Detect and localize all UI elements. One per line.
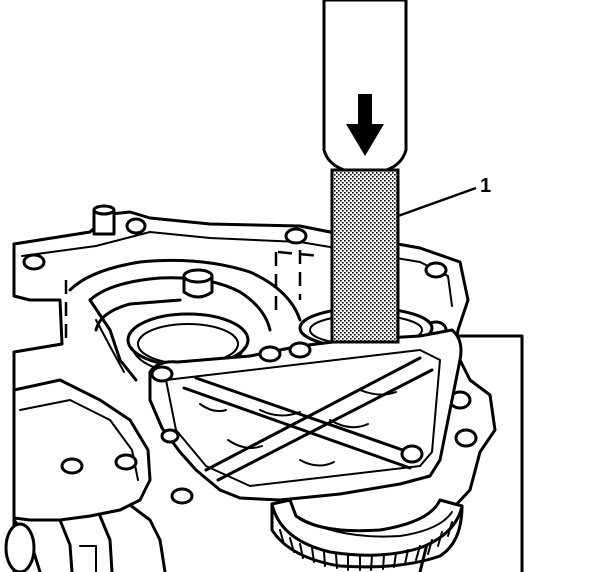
ring-gear — [270, 498, 464, 571]
callout-1-label: 1 — [480, 175, 491, 197]
seal-installer-tool — [322, 0, 408, 344]
dowel-pin-left — [92, 204, 116, 236]
transmission-case — [4, 210, 497, 572]
dowel-pin-center — [182, 268, 214, 299]
callout-1-leader — [397, 186, 477, 218]
direction-arrow-icon — [346, 94, 384, 156]
case-edge-right — [458, 334, 524, 572]
callout-1: 1 — [397, 175, 491, 218]
flange-bolt-holes — [22, 217, 478, 505]
carrier-cover — [148, 328, 463, 502]
